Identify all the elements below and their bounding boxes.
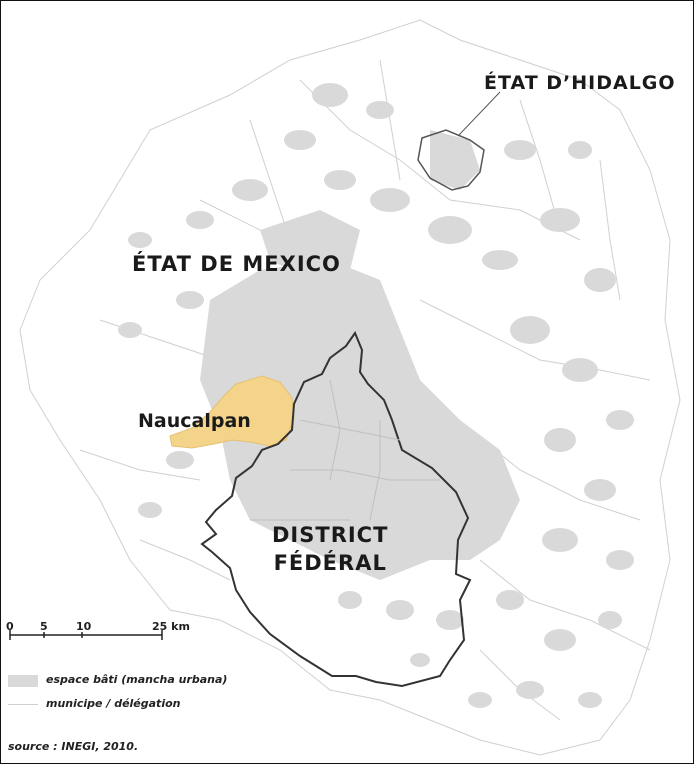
legend-municipality-label: municipe / délégation — [46, 697, 181, 710]
source-note: source : INEGI, 2010. — [8, 740, 139, 753]
label-district-line1: DISTRICT — [272, 523, 389, 547]
hidalgo-leader-line — [457, 91, 501, 137]
legend-built-up-label: espace bâti (mancha urbana) — [46, 673, 228, 686]
label-district-federal: DISTRICT FÉDÉRAL — [272, 521, 388, 577]
df-delegation-lines — [250, 379, 440, 521]
district-federal-boundary — [200, 330, 472, 688]
legend-built-up-swatch — [8, 675, 38, 687]
municipal-boundaries — [19, 19, 681, 756]
hidalgo-enclave-boundary — [417, 129, 485, 191]
scale-tick-10: 10 — [76, 620, 92, 633]
label-federal-line2: FÉDÉRAL — [273, 551, 387, 575]
built-up-areas — [118, 83, 634, 708]
scale-tick-5: 5 — [40, 620, 48, 633]
scale-bar — [9, 630, 163, 640]
label-naucalpan: Naucalpan — [138, 410, 251, 432]
label-etat-hidalgo: ÉTAT D’HIDALGO — [484, 72, 676, 94]
legend-municipality-line — [8, 704, 38, 705]
naucalpan-area — [169, 375, 295, 449]
scale-tick-25km: 25 km — [152, 620, 190, 633]
label-etat-mexico: ÉTAT DE MEXICO — [132, 252, 341, 276]
scale-tick-0: 0 — [6, 620, 14, 633]
